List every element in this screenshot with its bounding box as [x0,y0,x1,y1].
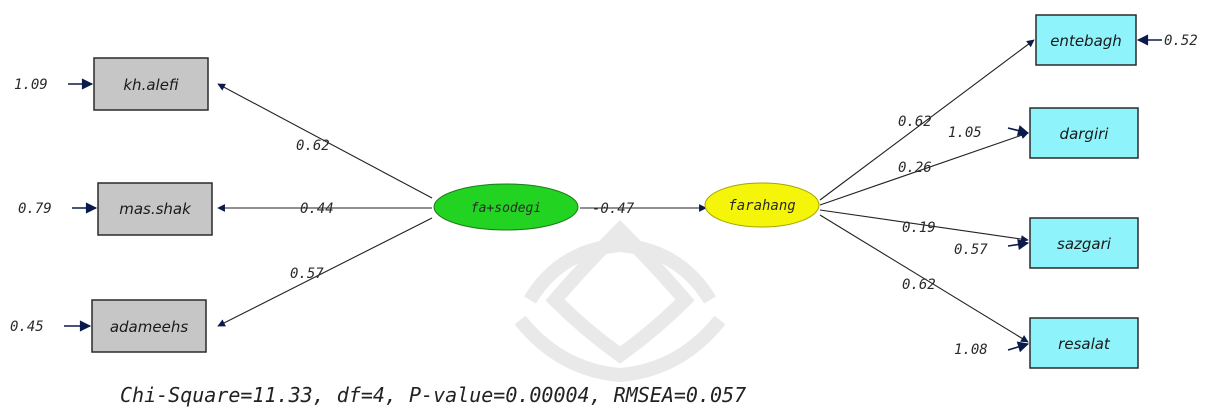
box-dargiri-label: dargiri [1060,125,1110,143]
box-sazgari [1029,217,1139,269]
error-resalat: 1.08 [954,342,988,358]
box-adameehs [91,299,207,353]
error-dargiri: 1.05 [948,125,982,141]
box-resalat-label: resalat [1058,335,1111,353]
loading-sazgari: 0.19 [902,220,936,236]
error-khalefi: 1.09 [14,77,48,93]
error-arrow-sazgari [1007,238,1030,251]
loading-dargiri: 0.26 [898,160,932,176]
box-masshak-label: mas.shak [119,200,192,218]
error-entebagh: 0.52 [1164,33,1198,49]
box-masshak [97,182,213,236]
box-entebagh-label: entebagh [1050,32,1122,50]
box-sazgari-label: sazgari [1057,235,1112,253]
edge-resalat [819,214,1029,343]
error-arrow-resalat [1007,341,1030,353]
latent-left-label: fa+sodegi [471,201,541,216]
box-khalefi [93,57,209,111]
watermark-emblem [514,220,726,383]
loading-resalat: 0.62 [902,277,936,293]
box-resalat [1029,317,1139,369]
edge-khalefi [217,83,433,199]
latent-left [433,183,579,231]
latent-right-label: farahang [728,198,795,214]
loading-khalefi: 0.62 [296,138,330,154]
loading-entebagh: 0.62 [898,114,932,130]
error-arrow-dargiri [1007,125,1030,136]
loading-structural: -0.47 [592,201,635,217]
fit-statistics: Chi-Square=11.33, df=4, P-value=0.00004,… [120,383,746,407]
edge-sazgari [819,209,1029,243]
error-masshak: 0.79 [18,201,52,217]
edge-dargiri [819,131,1029,206]
error-sazgari: 0.57 [954,242,988,258]
box-khalefi-label: kh.alefi [123,76,179,94]
box-entebagh [1035,14,1137,66]
latent-right [704,182,820,228]
error-adameehs: 0.45 [10,319,44,335]
loading-adameehs: 0.57 [290,266,324,282]
edge-entebagh [819,39,1035,201]
edge-adameehs [217,217,433,327]
box-dargiri [1029,107,1139,159]
box-adameehs-label: adameehs [110,318,188,336]
loading-masshak: 0.44 [300,201,334,217]
